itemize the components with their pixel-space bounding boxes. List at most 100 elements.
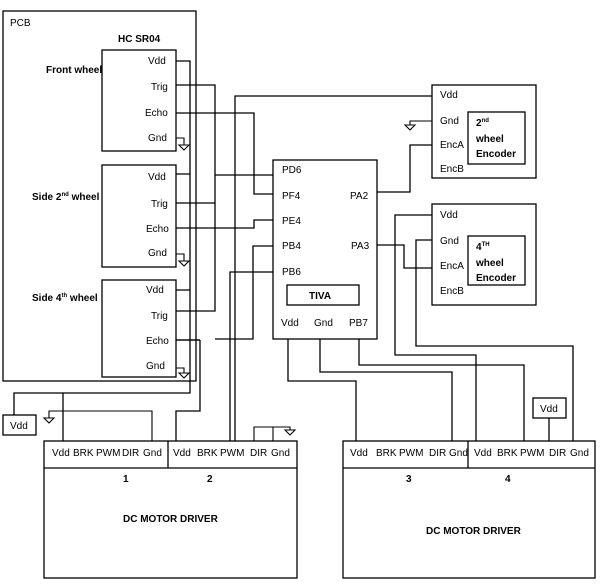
pin-pb6: PB6 xyxy=(282,267,301,278)
pin-vdd: Vdd xyxy=(52,448,70,459)
pin-dir: DIR xyxy=(122,448,139,459)
driver-outline xyxy=(342,440,596,579)
vdd-supply-left: Vdd xyxy=(2,414,37,436)
pin-vdd: Vdd xyxy=(474,448,492,459)
encoder-title: 4TH xyxy=(476,242,490,253)
sensor-side-2nd-wheel: Side 2nd wheel Vdd Trig Echo Gnd xyxy=(32,164,177,268)
pin-pwm: PWM xyxy=(399,448,423,459)
pin-pwm: PWM xyxy=(220,448,244,459)
pcb-label: PCB xyxy=(10,18,31,29)
channel-label: 1 xyxy=(123,474,129,485)
ground-icon xyxy=(42,410,153,441)
encoder-outline xyxy=(431,203,537,306)
ground-icon xyxy=(253,426,297,441)
pin-gnd: Gnd xyxy=(143,448,162,459)
pin-brk: BRK xyxy=(73,448,94,459)
encoder-title: 2nd xyxy=(476,118,489,129)
encoder-outline xyxy=(431,84,537,179)
pin-pb4: PB4 xyxy=(282,241,301,252)
sensor-label: Front wheel xyxy=(46,65,102,76)
pin-vdd: Vdd xyxy=(440,90,458,101)
pin-gnd: Gnd xyxy=(440,236,459,247)
vdd-label: Vdd xyxy=(10,421,28,432)
pin-pa3: PA3 xyxy=(351,241,370,252)
pin-pwm: PWM xyxy=(520,448,544,459)
ground-icon xyxy=(176,253,191,267)
pin-dir: DIR xyxy=(250,448,267,459)
pin-gnd: Gnd xyxy=(314,318,333,329)
pin-pd6: PD6 xyxy=(282,165,302,176)
sensor-label: Side 2nd wheel xyxy=(32,192,100,203)
ground-icon xyxy=(176,367,191,379)
pin-trig: Trig xyxy=(151,199,168,210)
pin-echo: Echo xyxy=(146,224,169,235)
ground-icon xyxy=(403,120,432,131)
pin-dir: DIR xyxy=(429,448,446,459)
pin-echo: Echo xyxy=(145,108,168,119)
encoder-4th-wheel: Vdd Gnd EncA EncB 4TH wheel Encoder xyxy=(431,203,537,306)
channel-label: 3 xyxy=(406,474,412,485)
motor-driver-1: Vdd BRK PWM DIR Gnd Vdd BRK PWM DIR Gnd … xyxy=(43,440,298,579)
wires xyxy=(13,60,574,441)
pcb-board: PCB HC SR04 xyxy=(2,10,197,382)
pin-gnd: Gnd xyxy=(449,448,468,459)
encoder-line3: Encoder xyxy=(476,149,516,160)
pin-trig: Trig xyxy=(151,311,168,322)
pin-vdd: Vdd xyxy=(281,318,299,329)
sensor-label: Side 4th wheel xyxy=(32,293,98,304)
pin-encb: EncB xyxy=(440,164,464,175)
sensor-box xyxy=(101,279,177,378)
sensor-side-4th-wheel: Side 4th wheel Vdd Trig Echo Gnd xyxy=(32,279,177,378)
channel-label: 2 xyxy=(207,474,213,485)
pcb-outline xyxy=(2,10,197,382)
pin-vdd: Vdd xyxy=(146,285,164,296)
pin-vdd: Vdd xyxy=(440,210,458,221)
pin-enca: EncA xyxy=(440,261,464,272)
pin-pb7: PB7 xyxy=(349,318,368,329)
pin-encb: EncB xyxy=(440,286,464,297)
ground-icon xyxy=(176,137,191,151)
encoder-line2: wheel xyxy=(475,134,504,145)
encoder-line3: Encoder xyxy=(476,273,516,284)
pin-gnd: Gnd xyxy=(148,248,167,259)
encoder-inner-box xyxy=(467,111,526,165)
driver-title: DC MOTOR DRIVER xyxy=(123,514,219,525)
motor-driver-2: Vdd BRK PWM DIR Gnd Vdd BRK PWM DIR Gnd … xyxy=(342,440,596,579)
pin-pe4: PE4 xyxy=(282,216,301,227)
vdd-label: Vdd xyxy=(540,404,558,415)
pin-pwm: PWM xyxy=(96,448,120,459)
vdd-supply-right: Vdd xyxy=(532,397,567,419)
tiva-board: TIVA PD6 PF4 PE4 PB4 PB6 PA2 PA3 Vdd Gnd… xyxy=(272,159,378,340)
pin-gnd: Gnd xyxy=(146,361,165,372)
driver-outline xyxy=(43,440,298,579)
encoder-2nd-wheel: Vdd Gnd EncA EncB 2nd wheel Encoder xyxy=(431,84,537,179)
pin-gnd: Gnd xyxy=(148,133,167,144)
pin-brk: BRK xyxy=(497,448,518,459)
pin-trig: Trig xyxy=(151,82,168,93)
channel-label: 4 xyxy=(505,474,511,485)
pin-brk: BRK xyxy=(197,448,218,459)
pin-vdd: Vdd xyxy=(350,448,368,459)
sensor-box xyxy=(101,164,177,268)
driver-title: DC MOTOR DRIVER xyxy=(426,526,522,537)
tiva-label: TIVA xyxy=(309,291,331,302)
pin-vdd: Vdd xyxy=(148,56,166,67)
encoder-inner-box xyxy=(467,235,526,286)
tiva-outline xyxy=(272,159,378,340)
sensor-front-wheel: Front wheel Vdd Trig Echo Gnd xyxy=(46,49,177,152)
pin-brk: BRK xyxy=(376,448,397,459)
pin-pf4: PF4 xyxy=(282,191,301,202)
sensor-box xyxy=(101,49,177,152)
pin-vdd: Vdd xyxy=(173,448,191,459)
pin-gnd: Gnd xyxy=(440,116,459,127)
pin-dir: DIR xyxy=(549,448,566,459)
pin-gnd: Gnd xyxy=(271,448,290,459)
pin-pa2: PA2 xyxy=(350,191,369,202)
pin-echo: Echo xyxy=(146,336,169,347)
pin-gnd: Gnd xyxy=(570,448,589,459)
encoder-line2: wheel xyxy=(475,258,504,269)
sensor-type-title: HC SR04 xyxy=(118,34,161,45)
tiva-label-box xyxy=(286,284,360,306)
pin-vdd: Vdd xyxy=(148,172,166,183)
